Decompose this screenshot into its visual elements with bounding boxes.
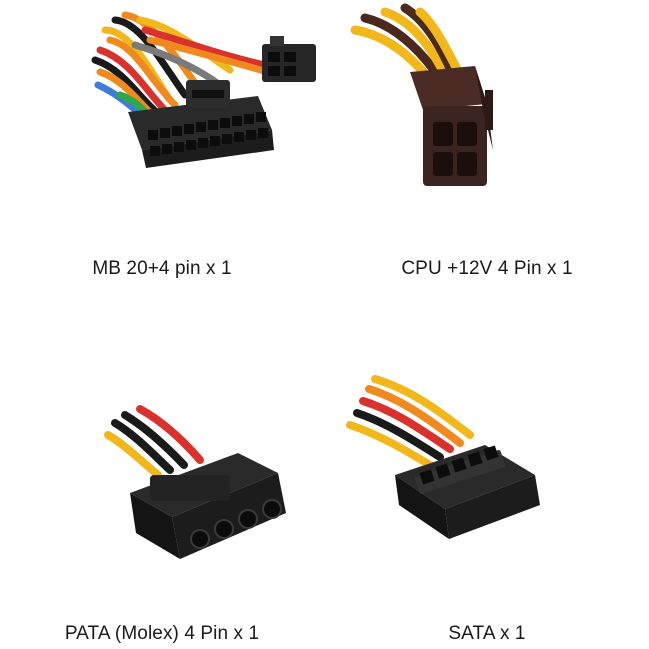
sata-connector-caption: SATA x 1 [448,623,526,644]
sata-connector-cell: SATA x 1 [325,325,649,649]
sata-connector-image [346,375,540,539]
molex-4pin-connector-image [104,405,286,559]
mb-24pin-connector-image [91,11,316,168]
molex-connector-cell: PATA (Molex) 4 Pin x 1 [0,325,324,649]
molex-connector-caption: PATA (Molex) 4 Pin x 1 [64,623,260,644]
mb-connector-cell: MB 20+4 pin x 1 [0,0,324,300]
cpu-connector-caption: CPU +12V 4 Pin x 1 [401,258,573,279]
cpu-4pin-connector-image [350,3,493,186]
cpu-connector-cell: CPU +12V 4 Pin x 1 [325,0,649,300]
mb-connector-caption: MB 20+4 pin x 1 [92,258,232,279]
